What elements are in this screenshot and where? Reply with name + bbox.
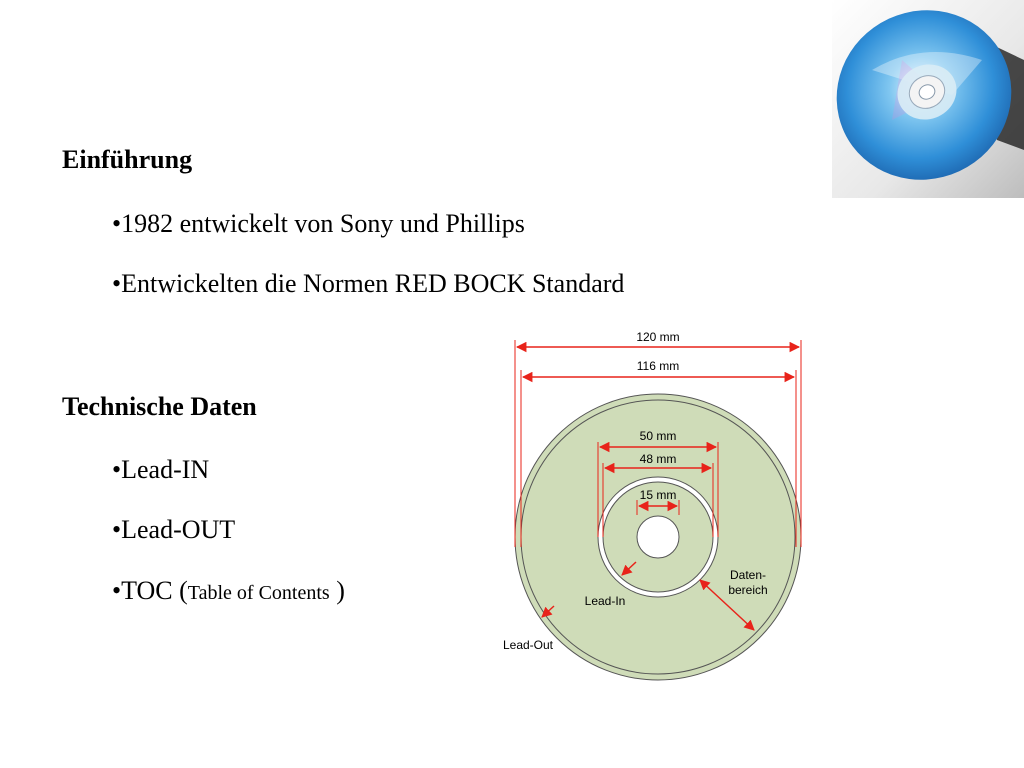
label-lead-out: Lead-Out <box>503 638 554 652</box>
toc-suffix: ) <box>329 576 345 605</box>
toc-small-text: Table of Contents <box>187 582 330 604</box>
label-15mm: 15 mm <box>640 488 677 502</box>
label-daten-line1: Daten- <box>730 568 766 582</box>
label-50mm: 50 mm <box>640 429 677 443</box>
bullet-history: •1982 entwickelt von Sony und Phillips <box>112 209 525 238</box>
cd-dimension-diagram: 120 mm 116 mm 50 mm 48 mm 15 mm Daten- b… <box>503 330 802 681</box>
heading-einfuehrung: Einführung <box>62 145 193 174</box>
center-hole <box>636 515 680 559</box>
label-116mm: 116 mm <box>637 359 679 373</box>
heading-technische-daten: Technische Daten <box>62 392 257 421</box>
label-lead-in: Lead-In <box>585 594 626 608</box>
cd-photo-image <box>832 0 1024 198</box>
bullet-standard: •Entwickelten die Normen RED BOCK Standa… <box>112 269 625 298</box>
bullet-lead-in: •Lead-IN <box>112 455 210 484</box>
label-48mm: 48 mm <box>640 452 677 466</box>
label-120mm: 120 mm <box>636 330 679 344</box>
toc-prefix: •TOC ( <box>112 576 188 605</box>
label-daten-line2: bereich <box>728 583 767 597</box>
bullet-toc: •TOC (Table of Contents ) <box>112 576 345 608</box>
bullet-lead-out: •Lead-OUT <box>112 515 236 544</box>
